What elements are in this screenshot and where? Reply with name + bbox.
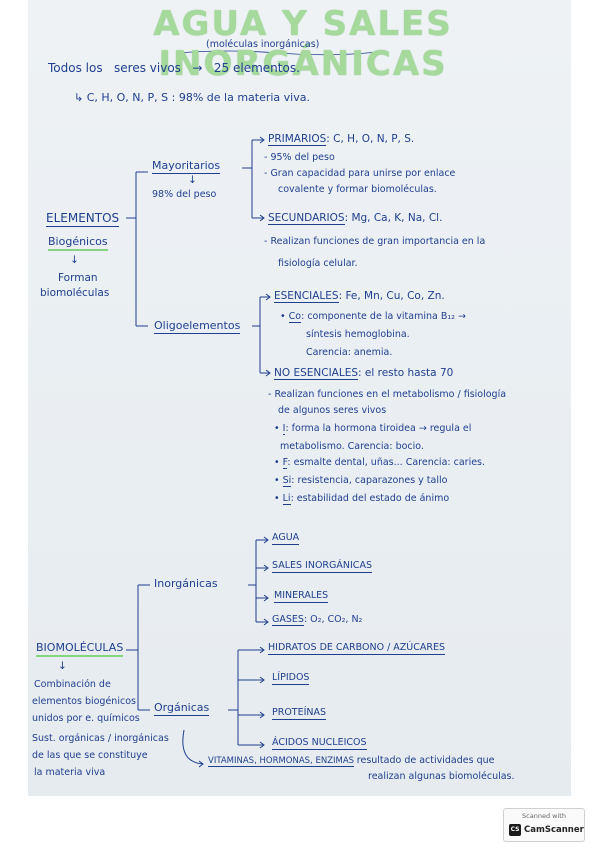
intro-text-d: 25 elementos. xyxy=(213,61,300,75)
secundarios-label: SECUNDARIOS xyxy=(268,212,345,225)
organicas-label: Orgánicas xyxy=(154,701,210,716)
esenciales-label: ESENCIALES xyxy=(274,290,339,303)
biomoleculas-desc-0: Combinación de xyxy=(34,679,111,690)
lithium-text: : estabilidad del estado de ánimo xyxy=(290,493,450,504)
intro-line1: Todos los seres vivos → 25 elementos. xyxy=(48,61,300,76)
camscanner-logo-icon: CS xyxy=(509,824,521,836)
notebook-page: AGUA Y SALES INORGÁNICAS (moléculas inor… xyxy=(28,0,571,796)
gases-label: GASES xyxy=(272,614,304,626)
secundarios-line: SECUNDARIOS: Mg, Ca, K, Na, Cl. xyxy=(268,212,443,225)
camscanner-badge: Scanned with CS CamScanner xyxy=(503,808,585,842)
no-esenciales-label: NO ESENCIALES xyxy=(274,367,359,380)
inorg-item-sales: SALES INORGÁNICAS xyxy=(272,560,372,573)
mind-map-lines xyxy=(126,50,379,768)
elementos-form2: biomoléculas xyxy=(40,287,110,299)
elementos-form1: Forman xyxy=(58,272,98,284)
intro-line2: ↳ C, H, O, N, P, S : 98% de la materia v… xyxy=(74,91,310,104)
iodine-symbol: I xyxy=(282,423,286,435)
esenciales-list: : Fe, Mn, Cu, Co, Zn. xyxy=(338,290,445,302)
inorg-item-gases: GASES: O₂, CO₂, N₂ xyxy=(272,614,363,626)
mayoritarios-label: Mayoritarios xyxy=(152,159,221,174)
page-title: AGUA Y SALES INORGÁNICAS xyxy=(153,4,453,84)
intro-text-a: Todos los xyxy=(48,61,103,75)
org-item-proteinas: PROTEÍNAS xyxy=(272,707,327,720)
scanned-with-text: Scanned with xyxy=(522,812,566,820)
vitaminas-rest-b: realizan algunas biomoléculas. xyxy=(368,771,515,782)
secundarios-bullet1a: - Realizan funciones de gran importancia… xyxy=(264,236,486,247)
biomoleculas-desc-2: unidos por e. químicos xyxy=(32,713,140,724)
iodine-text: : forma la hormona tiroidea → regula el xyxy=(285,423,472,434)
biomoleculas-desc-4: de las que se constituye xyxy=(32,750,148,761)
biomoleculas-desc-1: elementos biogénicos xyxy=(32,696,136,707)
silicon-line: • Si: resistencia, caparazones y tallo xyxy=(274,475,448,487)
iodine-line2: metabolismo. Carencia: bocio. xyxy=(280,441,424,452)
oligo-label: Oligoelementos xyxy=(154,319,241,334)
elementos-sub: Biogénicos xyxy=(48,235,108,251)
no-esenciales-line: NO ESENCIALES: el resto hasta 70 xyxy=(274,367,454,380)
mayoritarios-arrow: ↓ xyxy=(188,174,197,186)
secundarios-list: : Mg, Ca, K, Na, Cl. xyxy=(344,212,443,224)
inorganicas-label: Inorgánicas xyxy=(154,577,218,590)
vitaminas-label: VITAMINAS, HORMONAS, ENZIMAS xyxy=(208,756,355,767)
primarios-list: : C, H, O, N, P, S. xyxy=(326,133,415,145)
co-bullet: • xyxy=(280,311,286,322)
inorg-item-agua: AGUA xyxy=(272,532,300,545)
intro-arrow: → xyxy=(192,61,203,75)
co-line2: síntesis hemoglobina. xyxy=(306,329,410,340)
co-line: • Co: componente de la vitamina B₁₂ → xyxy=(280,311,466,323)
iodine-line: • I: forma la hormona tiroidea → regula … xyxy=(274,423,472,435)
mayoritarios-pct: 98% del peso xyxy=(152,189,217,200)
org-item-hidratos: HIDRATOS DE CARBONO / AZÚCARES xyxy=(268,642,446,655)
primarios-bullet2b: covalente y formar biomoléculas. xyxy=(278,184,437,195)
camscanner-brand: CamScanner xyxy=(524,825,584,835)
no-esenciales-bullet1b: de algunos seres vivos xyxy=(278,405,387,416)
intro-text-b: seres vivos xyxy=(114,61,181,75)
silicon-symbol: Si xyxy=(282,475,292,487)
elementos-arrow: ↓ xyxy=(70,254,79,266)
org-item-acidos: ÁCIDOS NUCLEICOS xyxy=(272,737,367,750)
co-text: : componente de la vitamina B₁₂ → xyxy=(301,311,466,322)
esenciales-line: ESENCIALES: Fe, Mn, Cu, Co, Zn. xyxy=(274,290,445,303)
fluor-line: • F: esmalte dental, uñas... Carencia: c… xyxy=(274,457,486,469)
page-subtitle: (moléculas inorgánicas) xyxy=(206,39,320,50)
org-vitaminas-line: VITAMINAS, HORMONAS, ENZIMAS resultado d… xyxy=(208,755,495,767)
silicon-text: : resistencia, caparazones y tallo xyxy=(291,475,448,486)
biomoleculas-arrow: ↓ xyxy=(58,660,67,672)
primarios-bullet1: - 95% del peso xyxy=(264,152,335,163)
fluor-text: : esmalte dental, uñas... Carencia: cari… xyxy=(287,457,486,468)
primarios-line: PRIMARIOS: C, H, O, N, P, S. xyxy=(268,133,415,146)
org-item-lipidos: LÍPIDOS xyxy=(272,672,310,685)
biomoleculas-desc-5: la materia viva xyxy=(34,767,106,778)
co-symbol: Co xyxy=(288,311,302,323)
inorg-item-minerales: MINERALES xyxy=(274,590,329,603)
lithium-symbol: Li xyxy=(282,493,291,505)
no-esenciales-rest: : el resto hasta 70 xyxy=(358,367,454,379)
co-line3: Carencia: anemia. xyxy=(306,347,393,358)
biomoleculas-desc-3: Sust. orgánicas / inorgánicas xyxy=(32,733,169,744)
elementos-title: ELEMENTOS xyxy=(46,211,120,227)
biomoleculas-title: BIOMOLÉCULAS xyxy=(36,641,124,657)
secundarios-bullet1b: fisiología celular. xyxy=(278,258,358,269)
gases-list: : O₂, CO₂, N₂ xyxy=(303,614,363,625)
primarios-bullet2a: - Gran capacidad para unirse por enlace xyxy=(264,168,456,179)
primarios-label: PRIMARIOS xyxy=(268,133,327,146)
fluor-symbol: F xyxy=(282,457,288,469)
lithium-line: • Li: estabilidad del estado de ánimo xyxy=(274,493,450,505)
no-esenciales-bullet1a: - Realizan funciones en el metabolismo /… xyxy=(268,389,507,400)
vitaminas-rest-a: resultado de actividades que xyxy=(356,755,495,766)
